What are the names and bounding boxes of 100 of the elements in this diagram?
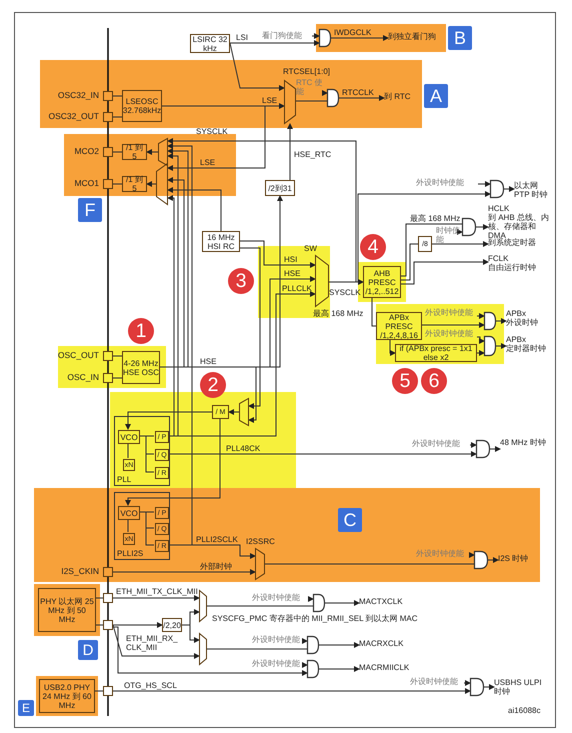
arrow <box>167 143 192 546</box>
wire <box>206 648 308 650</box>
arrow <box>167 138 356 282</box>
arrow <box>167 187 222 232</box>
output-label: 48 MHz 时钟 <box>500 438 546 447</box>
block-box: VCO <box>118 506 140 520</box>
arrow <box>330 35 389 41</box>
block-box: /1 到 5 <box>122 176 147 192</box>
arrow <box>125 412 212 430</box>
block-box: LSEOSC 32.768kHz <box>122 90 162 122</box>
pin-label: MCO2 <box>74 146 99 156</box>
letter-badge: A <box>424 84 448 108</box>
wire-label: HSE <box>200 357 216 366</box>
arrow <box>318 642 360 648</box>
wire <box>400 244 418 280</box>
number-badge: 3 <box>228 268 254 294</box>
wire <box>138 436 154 472</box>
arrow <box>400 259 489 284</box>
block-box: APBx PRESC /1,2,4,8,16 <box>376 312 422 340</box>
arrow <box>302 638 308 644</box>
wire <box>400 224 462 276</box>
arrow <box>478 181 491 187</box>
arrow <box>230 42 285 91</box>
output-label: 到 AHB 总线、内核、存储器和 DMA <box>488 213 550 240</box>
arrow <box>168 451 477 457</box>
arrow <box>476 224 489 230</box>
figure-id: ai16088c <box>508 706 540 715</box>
block-box: /1 到 5 <box>122 144 147 160</box>
wire-label: PLLCLK <box>282 284 312 293</box>
wire <box>138 512 154 546</box>
enable-label: 外设时钟使能 <box>425 308 474 317</box>
letter-badge: F <box>78 198 102 222</box>
arrow <box>422 322 485 328</box>
arrow <box>484 684 495 690</box>
block-title: PLL <box>117 475 132 484</box>
output-label: USBHS ULPI 时钟 <box>494 678 543 696</box>
output-label: MACRXCLK <box>359 639 404 648</box>
arrow <box>488 557 499 563</box>
arrow <box>390 340 396 356</box>
pin-label: OSC_IN <box>67 372 99 382</box>
wire <box>372 298 376 326</box>
arrow <box>469 552 475 558</box>
enable-label: 看门狗使能 <box>262 31 303 40</box>
wire-label: SYSCLK <box>196 127 228 136</box>
number-badge: 6 <box>421 368 447 394</box>
wire-label: RTCCLK <box>342 88 374 97</box>
block-box: /2到31 <box>265 180 295 196</box>
letter-badge: E <box>18 700 34 716</box>
arrow <box>457 229 463 235</box>
wire <box>96 624 104 626</box>
arrow <box>302 662 308 668</box>
block-box: if (APBx presc = 1x1 else x2 <box>395 344 477 362</box>
arrow <box>228 409 240 415</box>
arrow <box>322 90 328 96</box>
block-box: AHB PRESC /1,2,..512 <box>363 266 401 298</box>
pin-label: MCO1 <box>74 178 99 188</box>
wire <box>296 100 328 102</box>
arrow <box>476 336 485 344</box>
note-label: SYSCFG_PMC 寄存器中的 MII_RMII_SEL 到以太网 MAC <box>212 614 418 623</box>
arrow <box>490 446 501 452</box>
note-label: 最高 168 MHz <box>313 309 364 318</box>
block-title: PLLI2S <box>117 549 144 558</box>
wire-label: PLL48CK <box>226 444 260 453</box>
arrow <box>112 688 471 694</box>
arrow <box>112 595 200 601</box>
enable-label: 外设时钟使能 <box>416 549 465 558</box>
output-label: 到系统定时器 <box>488 238 537 247</box>
wire-label: ETH_MII_RX_ CLK_MII <box>126 634 179 652</box>
arrow <box>125 418 220 506</box>
block-box: PHY 以太网 25 MHz 到 50 MHz <box>38 588 96 632</box>
number-badge: 2 <box>200 372 226 398</box>
output-label: APBx <box>506 309 528 318</box>
enable-label: RTC 使能 <box>296 78 324 96</box>
block-box: 4-26 MHz HSE OSC <box>122 351 160 384</box>
output-label: APBx <box>506 335 528 344</box>
output-label: I2S 时钟 <box>498 554 530 563</box>
pin-label: OSC32_OUT <box>48 111 99 121</box>
selector-label: RTCSEL[1:0] <box>283 67 330 76</box>
output-label: 到 RTC <box>384 92 412 101</box>
wire-label: OTG_HS_SCL <box>124 681 177 690</box>
arrow <box>240 240 316 268</box>
wire <box>112 116 122 118</box>
output-label: HCLK <box>488 204 510 213</box>
output-label: 自由运行时钟 <box>488 263 537 272</box>
output-label: MACRMIICLK <box>359 663 410 672</box>
enable-label: 外设时钟使能 <box>416 178 465 187</box>
enable-label: 外设时钟使能 <box>410 677 459 686</box>
selector-label: SW <box>304 244 317 253</box>
wire-label: PLLI2SCLK <box>196 535 238 544</box>
output-label: 到独立看门狗 <box>388 32 437 41</box>
wire-label: 最高 168 MHz <box>410 214 460 223</box>
wire-label: 外部时钟 <box>200 562 232 571</box>
enable-label: 外设时钟使能 <box>425 329 474 338</box>
output-label: 定时器时钟 <box>506 344 547 353</box>
enable-label: 外设时钟使能 <box>252 635 301 644</box>
arrow <box>112 626 308 676</box>
wire-label: LSI <box>236 33 248 42</box>
arrow <box>168 544 256 559</box>
pin-label: OSC_OUT <box>58 350 99 360</box>
enable-label: 外设时钟使能 <box>252 659 301 668</box>
